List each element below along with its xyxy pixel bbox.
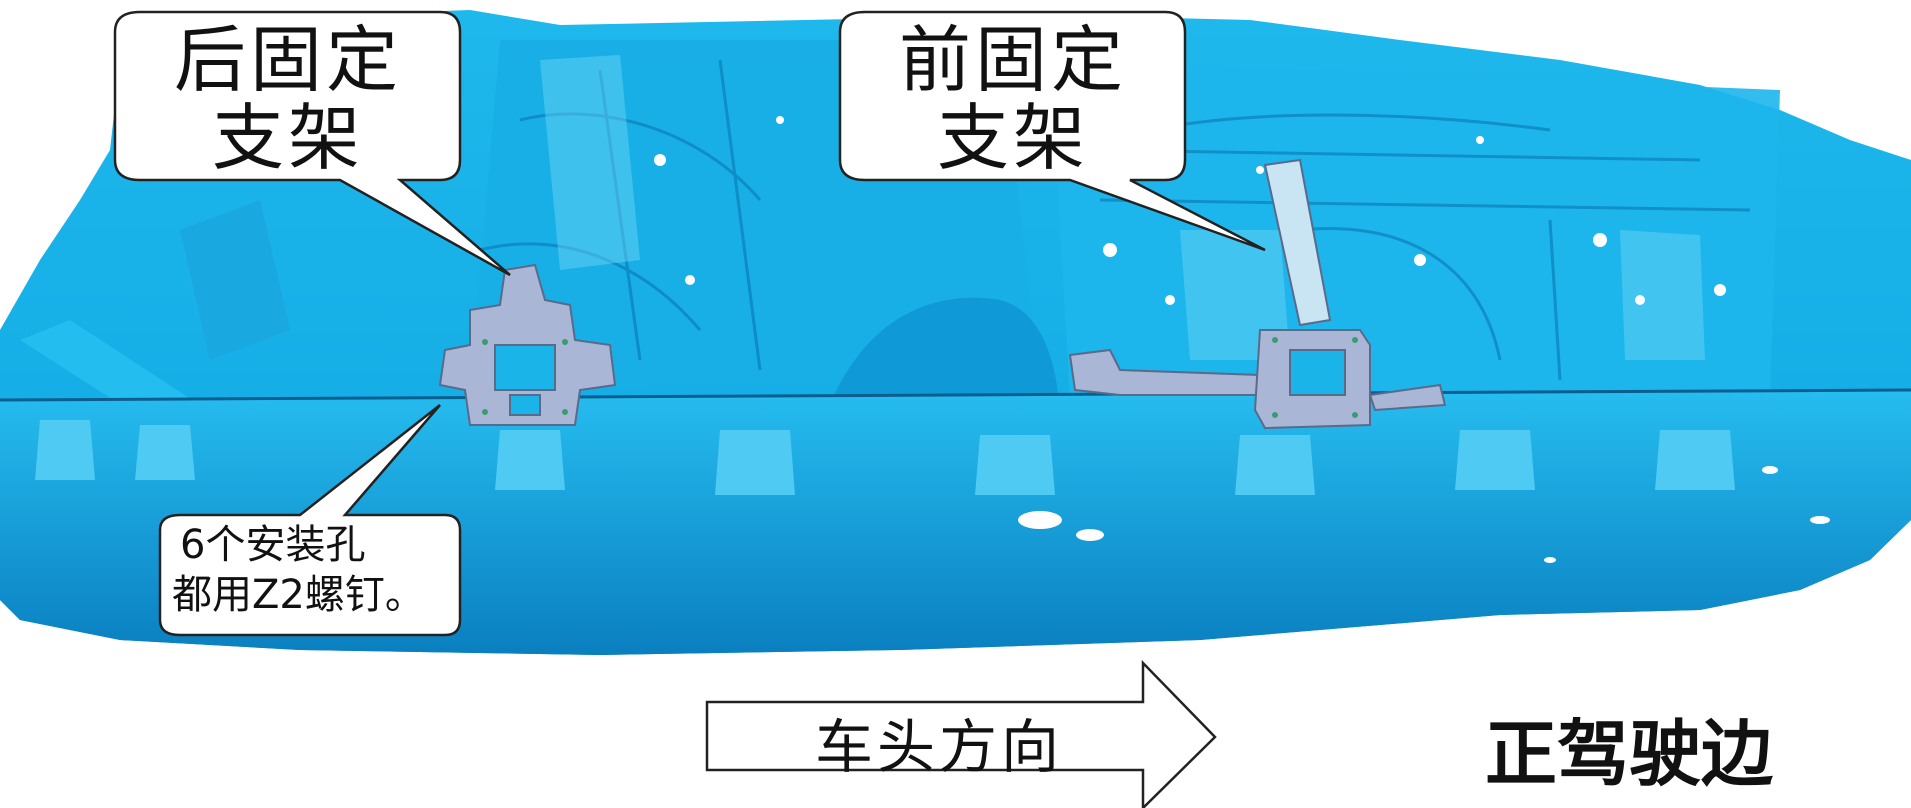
direction-arrow-shape bbox=[705, 659, 1217, 808]
vehicle-front-direction-label: 车头方向 bbox=[815, 713, 1064, 781]
rear-bracket-part bbox=[438, 263, 617, 426]
mounting-holes-note: 6个安装孔 都用Z2螺钉。 bbox=[172, 520, 457, 620]
front-bracket-label-line2: 支架 bbox=[936, 95, 1089, 180]
mounting-holes-note-line2: 都用Z2螺钉。 bbox=[172, 572, 425, 618]
callout-rear-bracket-bubble bbox=[113, 10, 511, 277]
front-bracket-part bbox=[1068, 158, 1447, 430]
rear-bracket-label-line2: 支架 bbox=[211, 95, 364, 180]
rocker-sill bbox=[0, 388, 1911, 655]
driver-side-label: 正驾驶边 bbox=[1485, 711, 1774, 796]
rear-bracket-label-line1: 后固定 bbox=[173, 18, 402, 102]
mounting-holes-note-line1: 6个安装孔 bbox=[180, 522, 366, 568]
front-bracket-label-line1: 前固定 bbox=[898, 18, 1127, 102]
rear-bracket-label: 后固定 支架 bbox=[128, 18, 448, 180]
callout-holes-bubble bbox=[158, 404, 462, 637]
front-bracket-label: 前固定 支架 bbox=[853, 18, 1173, 180]
callout-front-bracket-bubble bbox=[838, 10, 1266, 252]
